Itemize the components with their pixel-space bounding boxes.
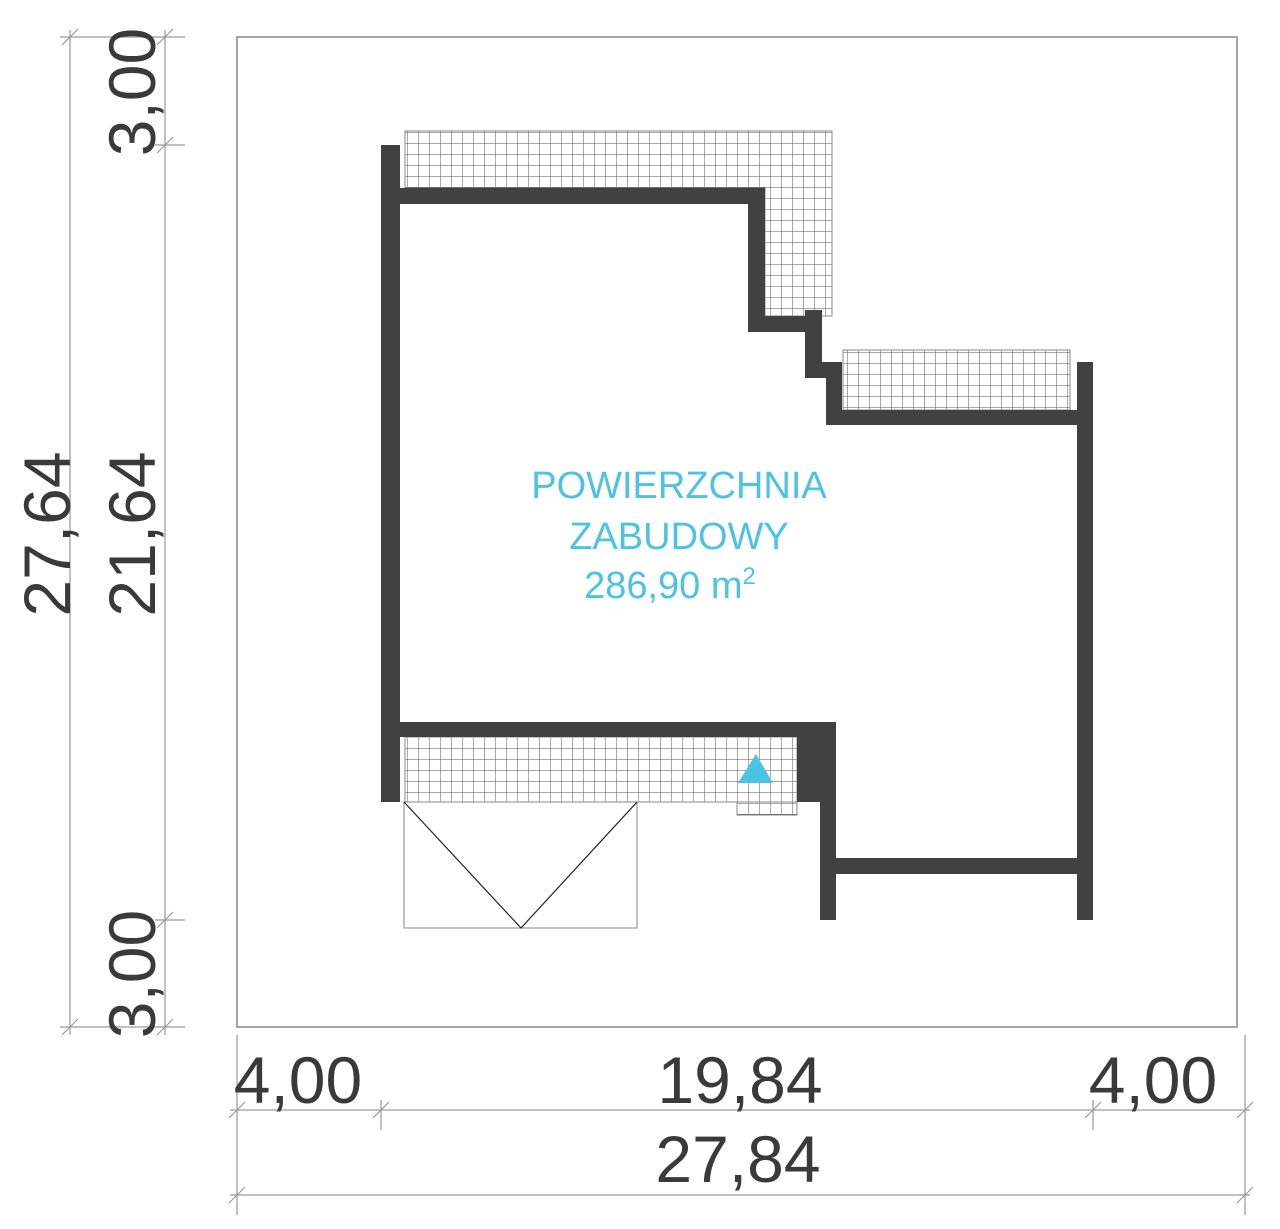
plot-boundary <box>236 36 1238 1028</box>
dim-vertical-top: 3,00 <box>95 28 169 156</box>
dim-horizontal-middle: 19,84 <box>657 1043 822 1117</box>
entrance-step <box>736 801 798 816</box>
building-walls <box>381 145 1093 920</box>
horizontal-dimensions <box>228 1035 1254 1215</box>
area-value: 286,90 m2 <box>584 563 756 607</box>
vertical-dimensions <box>60 28 185 1036</box>
dim-horizontal-left: 4,00 <box>234 1043 362 1117</box>
terrace-top <box>404 130 833 317</box>
dim-horizontal-right: 4,00 <box>1089 1043 1217 1117</box>
dim-vertical-middle: 21,64 <box>95 451 169 616</box>
terrace-bottom <box>404 736 798 803</box>
terrace-right <box>842 349 1071 411</box>
dim-vertical-bottom: 3,00 <box>95 910 169 1038</box>
area-label-line2: ZABUDOWY <box>569 516 789 558</box>
dim-horizontal-total: 27,84 <box>655 1122 820 1196</box>
dim-vertical-total: 27,64 <box>10 451 84 616</box>
area-label-line1: POWIERZCHNIA <box>531 465 827 507</box>
entrance-triangle-icon <box>738 754 773 783</box>
carport-outline <box>403 801 638 929</box>
